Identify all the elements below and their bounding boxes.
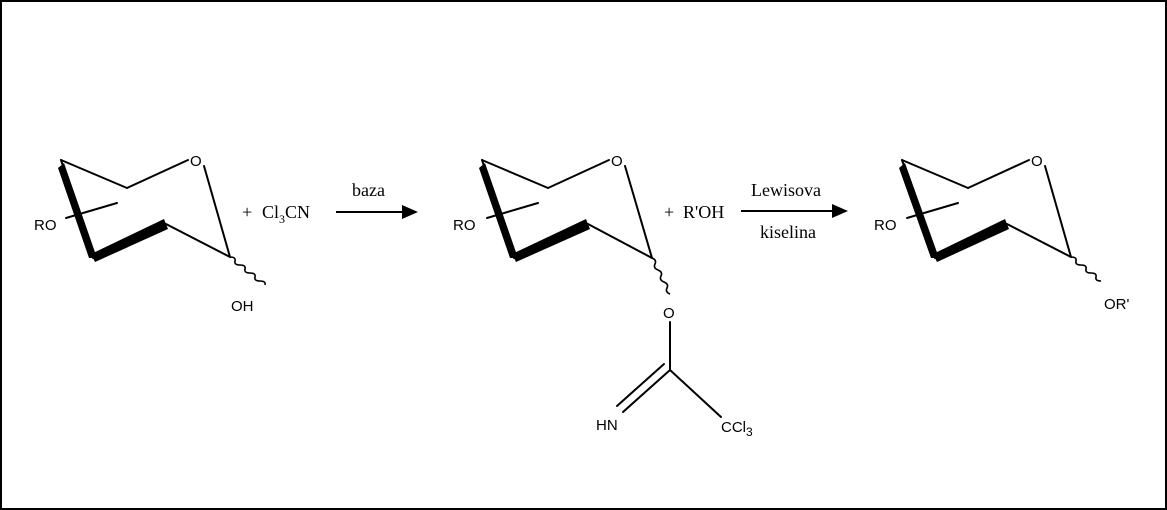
- formula-subscript: 3: [746, 425, 753, 439]
- wavy-anomeric-bond: [651, 257, 671, 295]
- ring-bond-c6-o: [547, 159, 610, 189]
- ring-bond-o-c1: [624, 165, 653, 259]
- ring-bond-o-c1: [203, 165, 231, 258]
- ring-bond-c3-c2: [587, 223, 653, 259]
- wedge-bond-left: [479, 163, 518, 258]
- ring-bond-o-c1: [1044, 165, 1072, 258]
- ring-bond-c6-o: [967, 159, 1030, 189]
- ring-oxygen-label: O: [1031, 153, 1043, 170]
- formula-part: CCl: [721, 419, 746, 436]
- substituent-bond: [486, 202, 539, 219]
- ring-bond-c6-o: [126, 159, 189, 189]
- ring-oxygen-label: O: [190, 153, 202, 170]
- wedge-bond-front: [512, 219, 590, 262]
- substituent-label: RO: [874, 217, 897, 234]
- linker-oxygen-label: O: [663, 305, 675, 322]
- anomeric-group-label: OR': [1104, 296, 1130, 313]
- arrow-label-above: baza: [352, 180, 385, 200]
- formula-part: Cl: [262, 202, 279, 222]
- ring-bond-c5-c6: [901, 159, 969, 189]
- wedge-bond-left: [58, 163, 97, 258]
- wedge-bond-front: [933, 219, 1009, 262]
- reagent-alcohol: + R'OH: [664, 202, 724, 222]
- reaction-arrow-1: baza: [336, 180, 418, 219]
- arrow-head: [832, 204, 848, 218]
- double-bond-c-n: [622, 369, 671, 413]
- wavy-anomeric-bond: [1070, 256, 1102, 282]
- arrow-label-above: Lewisova: [751, 180, 821, 200]
- arrow-label-below: kiselina: [760, 222, 816, 242]
- ring-bond-c5-c6: [481, 159, 549, 189]
- trichloromethyl-label: CCl3: [721, 419, 753, 439]
- wedge-bond-front: [91, 219, 168, 262]
- plus-sign: +: [664, 202, 674, 222]
- substituent-label: RO: [34, 217, 57, 234]
- formula-subscript: 3: [279, 212, 285, 226]
- wedge-bond-left: [899, 163, 939, 258]
- plus-sign: +: [242, 202, 252, 222]
- sugar-trichloroacetimidate: O RO O HN CCl3: [453, 153, 753, 439]
- wavy-anomeric-bond: [229, 256, 266, 286]
- substituent-bond: [65, 202, 118, 219]
- reagent-formula: R'OH: [683, 202, 724, 222]
- sugar-glycoside: O RO OR': [874, 153, 1130, 313]
- ring-bond-c3-c2: [1006, 223, 1072, 258]
- substituent-bond: [906, 202, 959, 219]
- ring-bond-c5-c6: [60, 159, 128, 189]
- formula-part: CN: [285, 202, 310, 222]
- double-bond-c-n-second: [616, 363, 665, 407]
- substituent-label: RO: [453, 217, 476, 234]
- reagent-formula: Cl3CN: [262, 202, 310, 226]
- bond-c-ccl3: [669, 369, 722, 418]
- imine-label: HN: [596, 417, 618, 434]
- sugar-hemiacetal: O RO OH: [34, 153, 266, 315]
- arrow-head: [402, 205, 418, 219]
- ring-oxygen-label: O: [611, 153, 623, 170]
- reaction-arrow-2: Lewisova kiselina: [741, 180, 848, 242]
- ring-bond-c3-c2: [165, 223, 231, 258]
- anomeric-group-label: OH: [231, 298, 254, 315]
- reagent-trichloroacetonitrile: + Cl3CN: [242, 202, 310, 226]
